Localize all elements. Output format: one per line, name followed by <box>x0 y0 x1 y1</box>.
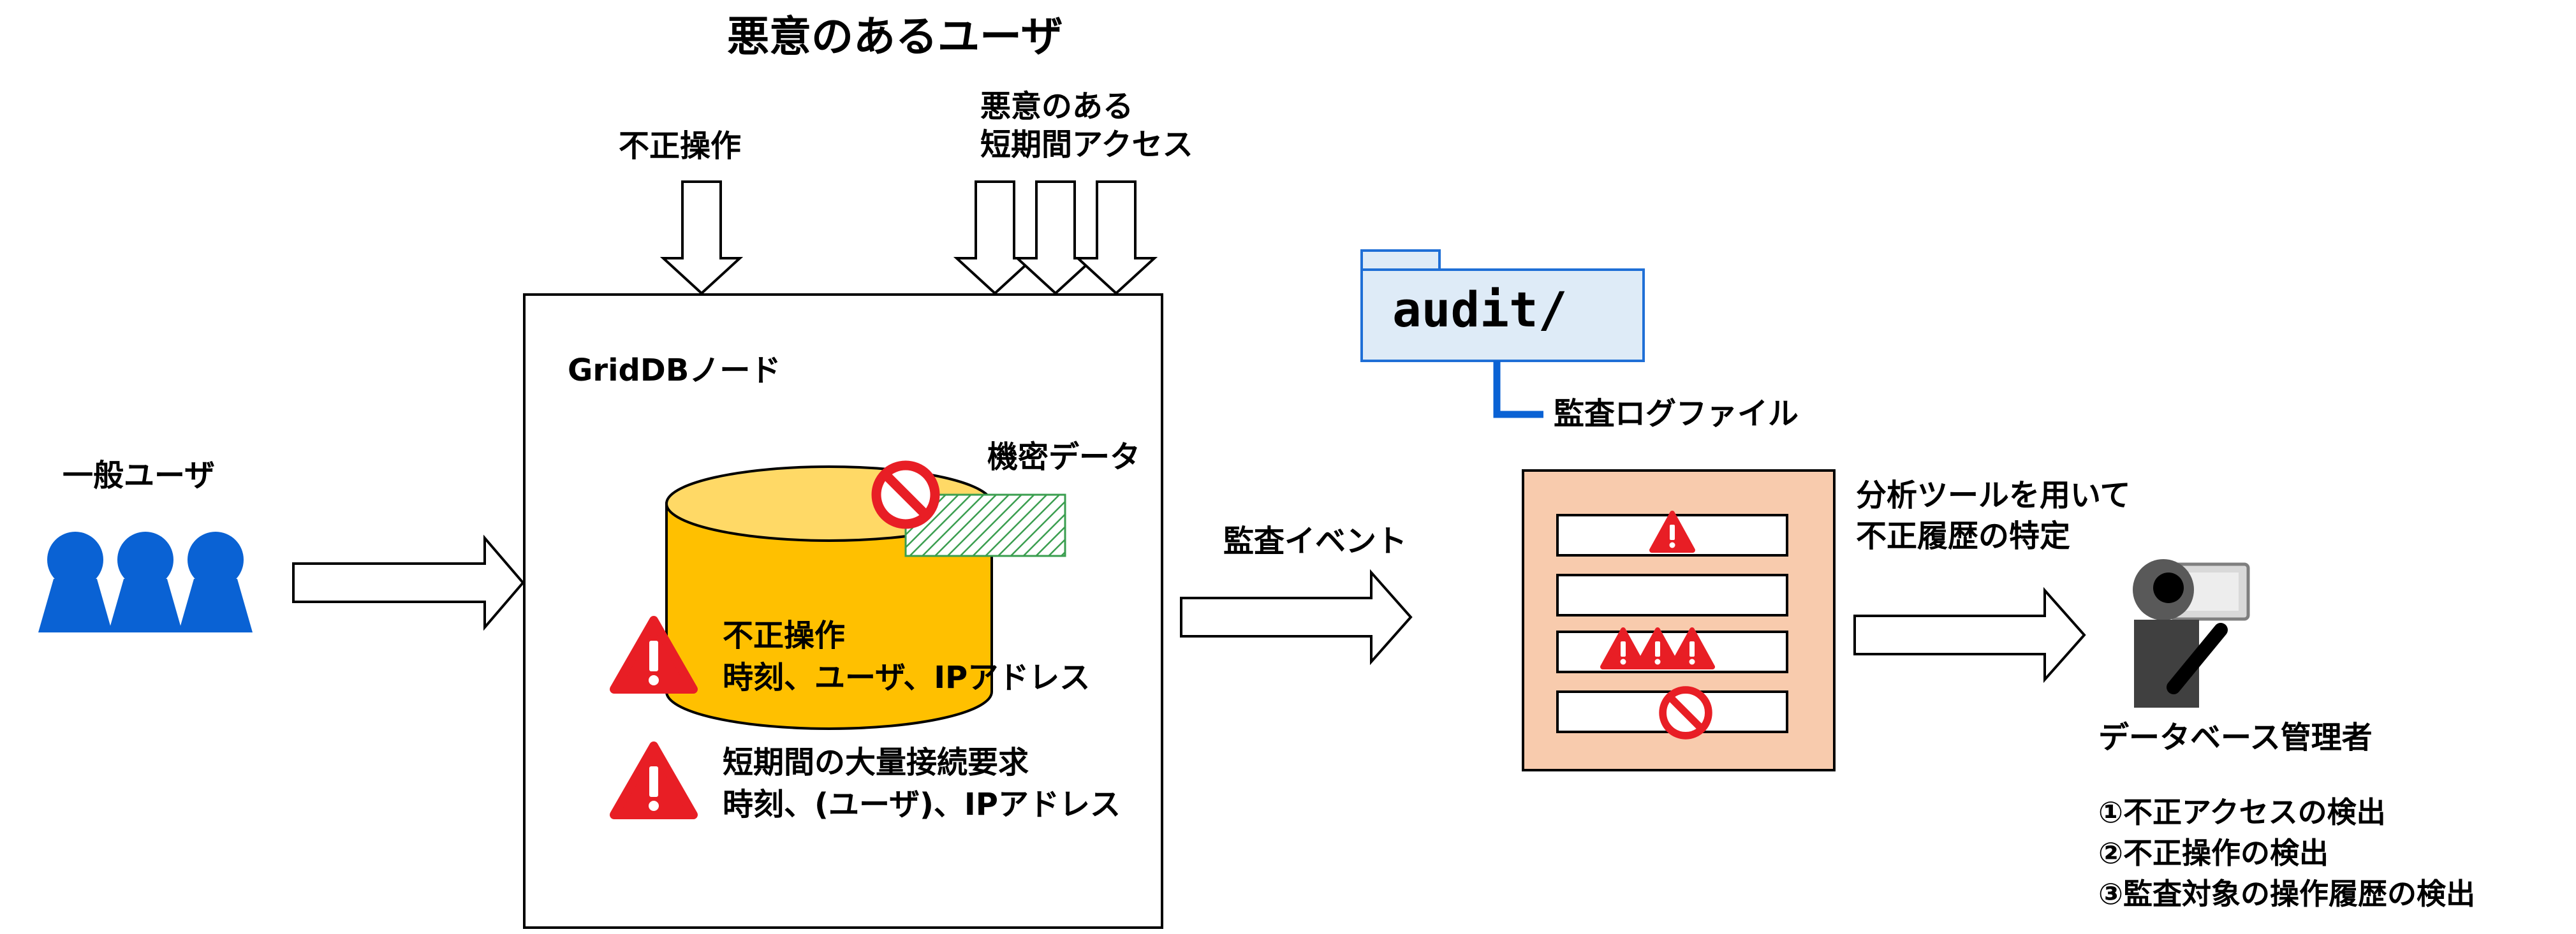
outline-arrow <box>1180 569 1413 666</box>
event1-detail: 時刻、ユーザ、IPアドレス <box>723 660 1091 696</box>
malicious-access-label-line2: 短期間アクセス <box>980 127 1193 163</box>
folder-name: audit/ <box>1392 281 1568 338</box>
confidential-data-label: 機密データ <box>987 439 1141 475</box>
general-user-label: 一般ユーザ <box>63 458 216 493</box>
outline-arrow <box>1853 587 2086 683</box>
prohibited-icon <box>1663 690 1709 736</box>
admin-person-icon <box>2133 559 2250 708</box>
audit-log-file-label: 監査ログファイル <box>1554 396 1799 432</box>
outline-arrow <box>292 534 525 631</box>
detection-item-2: ②不正操作の検出 <box>2098 836 2329 870</box>
node-title: GridDBノード <box>568 353 781 388</box>
detection-item-1: ①不正アクセスの検出 <box>2098 795 2386 829</box>
page-title: 悪意のあるユーザ <box>727 12 1063 61</box>
event2-detail: 時刻、(ユーザ)、IPアドレス <box>723 787 1121 822</box>
down-arrows <box>659 180 1158 295</box>
folder-icon <box>1360 249 1645 362</box>
user-group-icon <box>38 532 253 632</box>
admin-label: データベース管理者 <box>2098 720 2373 755</box>
event2-title: 短期間の大量接続要求 <box>723 745 1029 780</box>
event1-title: 不正操作 <box>723 618 846 653</box>
unauthorized-operation-label: 不正操作 <box>619 128 742 164</box>
analysis-label-line1: 分析ツールを用いて <box>1856 478 2131 513</box>
detection-item-3: ③監査対象の操作履歴の検出 <box>2098 877 2475 911</box>
prohibited-icon <box>876 465 935 524</box>
malicious-access-label-line1: 悪意のある <box>980 89 1134 124</box>
audit-event-label: 監査イベント <box>1223 523 1408 559</box>
folder-connector <box>1493 361 1543 418</box>
analysis-label-line2: 不正履歴の特定 <box>1856 518 2071 554</box>
